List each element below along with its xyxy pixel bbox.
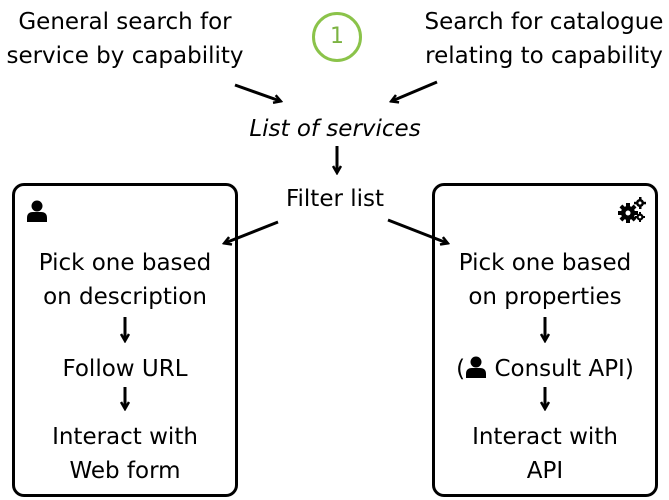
left-interact-line-2: Web form <box>69 458 181 484</box>
manual-path-box: Pick one based on description Follow URL… <box>12 183 238 497</box>
arrow-catalogue-to-list <box>392 80 438 101</box>
right-interact-line-1: Interact with <box>472 424 618 450</box>
arrow-filter-to-left <box>225 220 279 243</box>
catalogue-search-line-2: relating to capability <box>425 43 663 69</box>
right-step-consult-api: ( Consult API) <box>435 352 655 386</box>
right-pick-line-2: on properties <box>468 284 622 310</box>
general-search-line-2: service by capability <box>6 43 244 69</box>
consult-open-paren: ( <box>456 356 466 382</box>
right-pick-line-1: Pick one based <box>458 250 632 276</box>
general-search-label: General search for service by capability <box>0 5 250 73</box>
left-interact-line-1: Interact with <box>52 424 198 450</box>
left-step-follow-url: Follow URL <box>62 356 188 382</box>
left-pick-line-2: on description <box>43 284 207 310</box>
general-search-line-1: General search for <box>18 9 232 35</box>
gears-icon <box>618 197 646 223</box>
catalogue-search-label: Search for catalogue relating to capabil… <box>415 5 669 73</box>
catalogue-search-line-1: Search for catalogue <box>424 9 664 35</box>
user-icon <box>466 356 487 378</box>
filter-list-label: Filter list <box>285 186 385 212</box>
left-pick-line-1: Pick one based <box>38 250 212 276</box>
list-of-services-label: List of services <box>249 116 421 142</box>
arrow-filter-to-right <box>387 218 447 243</box>
right-interact-line-2: API <box>526 458 564 484</box>
right-step-interact: Interact with API <box>435 420 655 488</box>
step-number-badge: 1 <box>312 12 362 62</box>
consult-api-text: Consult API) <box>494 356 634 382</box>
left-step-pick: Pick one based on description <box>15 246 235 314</box>
user-icon <box>27 200 47 222</box>
left-step-interact: Interact with Web form <box>15 420 235 488</box>
right-step-pick: Pick one based on properties <box>435 246 655 314</box>
arrow-general-to-list <box>234 83 280 101</box>
